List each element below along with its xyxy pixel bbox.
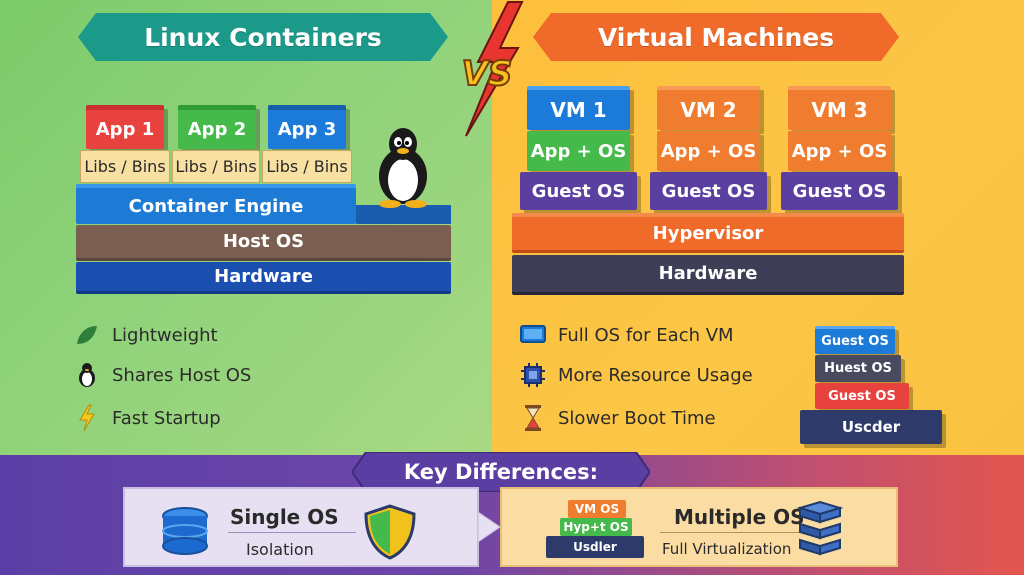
lightning-icon [465, 0, 524, 137]
key-mini-hyp-os: Hyp+t OS [560, 518, 632, 536]
penguin-icon [379, 128, 427, 208]
key-left-title: Single OS [230, 505, 339, 529]
arrow-right-icon [478, 512, 500, 542]
feature-shares-host-os: Shares Host OS [74, 362, 251, 388]
libs-bins-2: Libs / Bins [172, 150, 260, 183]
feature-fast-startup: Fast Startup [74, 404, 221, 432]
shield-icon [364, 504, 416, 560]
app-3-block: App 3 [268, 105, 346, 149]
mini-guest-os-3: Guest OS [815, 383, 909, 409]
key-left-sub: Isolation [246, 540, 314, 559]
vm-2-block: VM 2 [657, 86, 760, 130]
database-icon [162, 507, 208, 555]
mini-user-layer: Uscder [800, 410, 942, 444]
app-1-block: App 1 [86, 105, 164, 149]
key-right-title: Multiple OS [674, 505, 805, 529]
key-title-ribbon: Key Differences: [352, 452, 650, 492]
hypervisor-layer: Hypervisor [512, 213, 904, 253]
host-os-layer: Host OS [76, 225, 451, 261]
key-mini-vm-os: VM OS [568, 500, 626, 518]
key-left-divider [228, 532, 356, 533]
vms-title: Virtual Machines [597, 22, 835, 52]
cpu-chip-icon [520, 362, 546, 388]
container-engine-layer: Container Engine [76, 184, 356, 224]
vm-2-app-os: App + OS [657, 131, 760, 171]
key-title: Key Differences: [403, 460, 599, 484]
leaf-icon [74, 322, 100, 348]
key-right-sub: Full Virtualization [662, 540, 792, 558]
server-stack-icon [796, 500, 844, 556]
hardware-layer-right: Hardware [512, 255, 904, 295]
hourglass-icon [520, 405, 546, 431]
vm-3-guest-os: Guest OS [781, 172, 898, 210]
vm-1-app-os: App + OS [527, 131, 630, 171]
vms-title-ribbon: Virtual Machines [533, 13, 899, 61]
penguin-small-icon [74, 362, 100, 388]
feature-full-os: Full OS for Each VM [520, 322, 734, 348]
libs-bins-1: Libs / Bins [80, 150, 170, 183]
lightning-small-icon [74, 404, 100, 432]
key-right-divider [660, 532, 806, 533]
containers-title-ribbon: Linux Containers [78, 13, 448, 61]
vm-1-block: VM 1 [527, 86, 630, 130]
mini-guest-os-2: Huest OS [815, 355, 901, 382]
feature-resource-usage: More Resource Usage [520, 362, 753, 388]
monitor-icon [520, 322, 546, 348]
hardware-layer-left: Hardware [76, 262, 451, 294]
vm-3-app-os: App + OS [788, 131, 891, 171]
mini-guest-os-1: Guest OS [815, 326, 895, 354]
key-mini-user: Usdler [546, 536, 644, 558]
feature-lightweight: Lightweight [74, 322, 218, 348]
vm-2-guest-os: Guest OS [650, 172, 767, 210]
feature-slower-boot: Slower Boot Time [520, 405, 716, 431]
app-2-block: App 2 [178, 105, 256, 149]
vm-3-block: VM 3 [788, 86, 891, 130]
vm-1-guest-os: Guest OS [520, 172, 637, 210]
containers-title: Linux Containers [144, 22, 382, 52]
vs-label: VS [461, 53, 514, 95]
engine-side [356, 205, 451, 224]
libs-bins-3: Libs / Bins [262, 150, 352, 183]
